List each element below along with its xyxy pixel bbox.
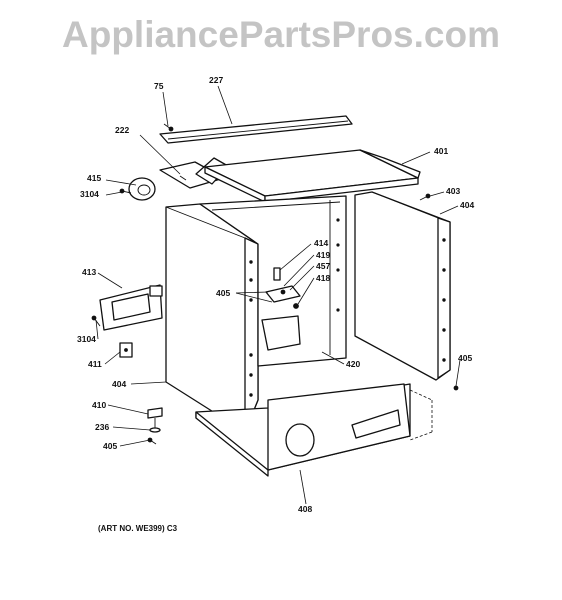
callout-75: 75	[154, 81, 164, 91]
part-leveling-leg	[147, 407, 163, 433]
part-cover-415	[128, 177, 156, 201]
callout-419: 419	[316, 250, 330, 260]
part-rear-panel	[199, 195, 347, 367]
callout-405-right: 405	[458, 353, 472, 363]
callout-3104-upper: 3104	[80, 189, 99, 199]
callout-415: 415	[87, 173, 101, 183]
part-switch-assembly	[265, 267, 301, 309]
callout-414: 414	[314, 238, 328, 248]
callout-236: 236	[95, 422, 109, 432]
callout-222: 222	[115, 125, 129, 135]
callout-3104-lower: 3104	[77, 334, 96, 344]
callout-457: 457	[316, 261, 330, 271]
art-number-caption: (ART NO. WE399) C3	[98, 524, 178, 533]
part-bracket-413	[99, 284, 163, 331]
callout-413: 413	[82, 267, 96, 277]
callout-410: 410	[92, 400, 106, 410]
part-top-panel	[204, 149, 421, 203]
site-watermark: AppliancePartsPros.com	[62, 14, 500, 55]
callout-401: 401	[434, 146, 448, 156]
callout-418: 418	[316, 273, 330, 283]
part-left-side-panel	[165, 203, 259, 433]
part-screw-403	[419, 193, 431, 201]
part-base-408	[195, 383, 459, 477]
callout-227: 227	[209, 75, 223, 85]
part-block-411	[119, 342, 133, 358]
leader-lines	[95, 85, 461, 505]
callout-405-middle: 405	[216, 288, 230, 298]
callout-404-left: 404	[112, 379, 126, 389]
callout-411: 411	[88, 359, 102, 369]
callout-403: 403	[446, 186, 460, 196]
callout-405-bottom: 405	[103, 441, 117, 451]
callout-420: 420	[346, 359, 360, 369]
callout-404-right: 404	[460, 200, 474, 210]
part-screw-75	[163, 123, 174, 132]
part-right-side-panel	[354, 191, 451, 381]
part-screw-3104-lower	[91, 315, 101, 327]
callout-408: 408	[298, 504, 312, 514]
part-screw-405-bottom	[147, 437, 157, 445]
part-top-rail	[159, 115, 353, 144]
